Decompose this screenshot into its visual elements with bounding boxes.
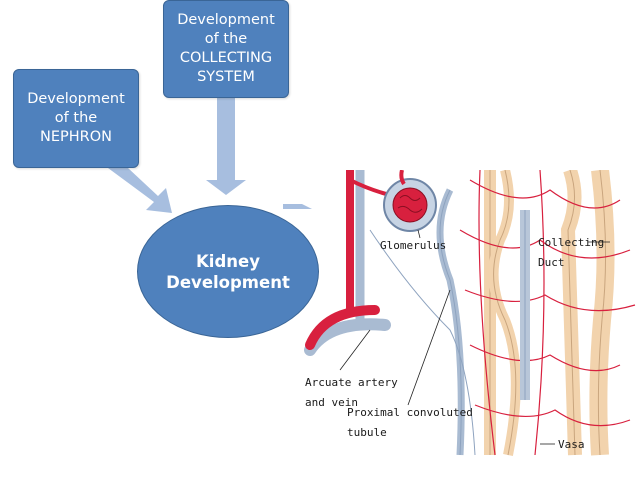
arrow-nephron-to-kidney (108, 168, 172, 213)
label-pct-line2: tubule (347, 426, 387, 439)
label-leaders (339, 229, 610, 445)
nephron-box: Development of the NEPHRON (13, 69, 139, 168)
label-glomerulus: Glomerulus (380, 239, 447, 252)
nephron-label: Development of the NEPHRON (27, 91, 125, 145)
collecting-system-box: Development of the COLLECTING SYSTEM (163, 0, 289, 98)
arrow-collecting-to-kidney (206, 98, 246, 195)
veins (355, 170, 530, 456)
capillaries (459, 170, 636, 456)
label-collecting-line1: Collecting (538, 236, 605, 249)
arrow-stub (283, 204, 312, 209)
glomerulus (392, 187, 428, 223)
label-vasa: Vasa (558, 438, 585, 451)
collecting-system-label: Development of the COLLECTING SYSTEM (177, 12, 275, 85)
label-pct-line1: Proximal convoluted (347, 406, 473, 419)
label-collecting-line2: Duct (538, 256, 565, 269)
label-arcuate-line1: Arcuate artery (305, 376, 398, 389)
kidney-development-ellipse: Kidney Development (137, 205, 319, 338)
tubules (484, 170, 615, 456)
nephron-illustration (304, 170, 636, 456)
arcuate-artery (305, 305, 380, 350)
kidney-development-label: Kidney Development (166, 251, 290, 292)
label-arcuate-line2: and vein (305, 396, 358, 409)
